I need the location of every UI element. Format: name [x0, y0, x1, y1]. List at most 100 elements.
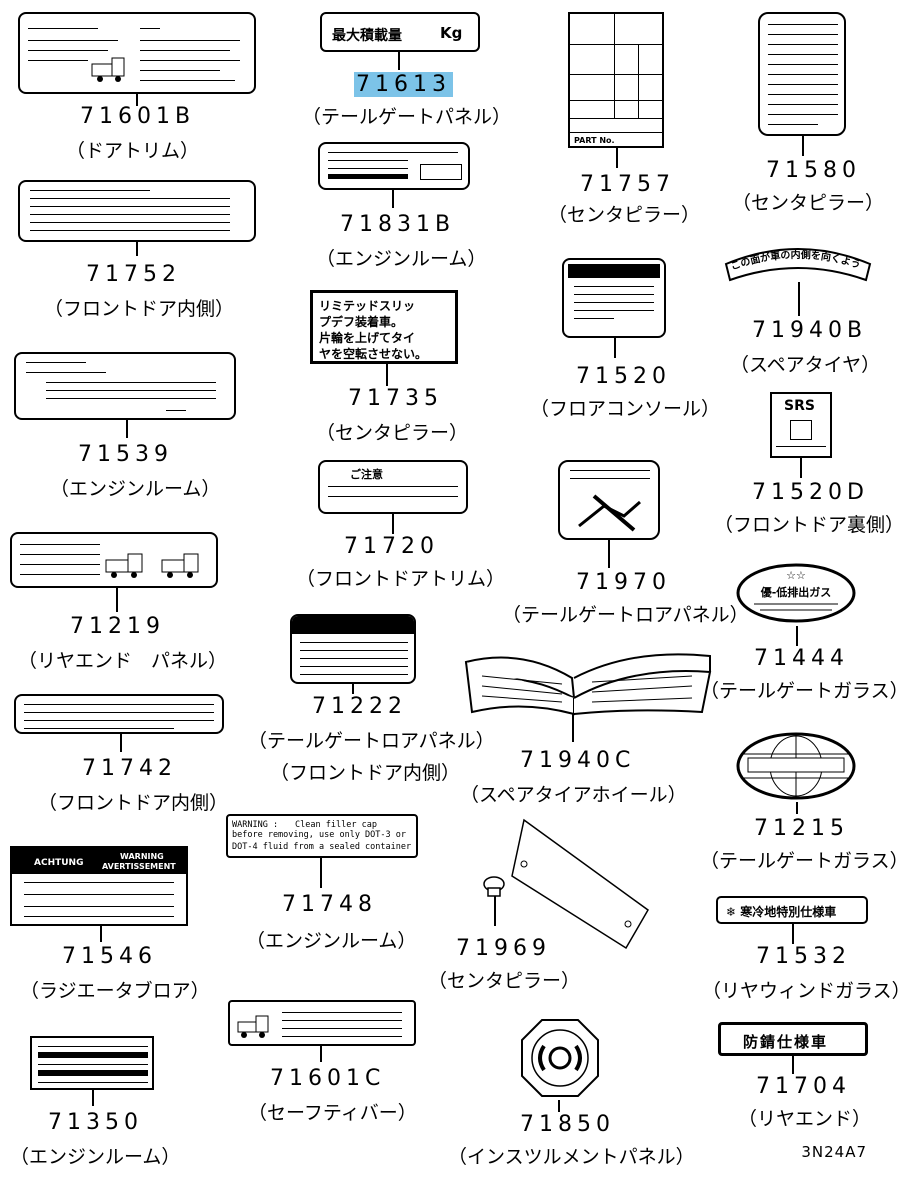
part-location-71735: （センタピラー）: [316, 422, 469, 444]
part-number-71970: 71970: [576, 570, 671, 595]
leader-71546: [100, 926, 102, 942]
leader-71735: [386, 364, 388, 386]
limited-slip-line-4: ヤを空転させない。: [319, 347, 428, 361]
part-number-71752: 71752: [86, 262, 181, 287]
label-71219-drawing: [10, 532, 218, 588]
hand-warning-icon: [578, 494, 641, 532]
part-location-71613: （テールゲートパネル）: [302, 106, 512, 128]
warning-text: WARNING: [120, 852, 164, 861]
srs-text: SRS: [784, 398, 815, 414]
part-number-71444: 71444: [754, 646, 849, 671]
part-location-71520: （フロアコンソール）: [530, 398, 721, 420]
part-location-71532: （リヤウィンドガラス）: [702, 980, 909, 1002]
leader-71580: [802, 136, 804, 156]
leader-71940C: [572, 714, 574, 742]
part-number-71546: 71546: [62, 944, 157, 969]
avertissement-text: AVERTISSEMENT: [102, 862, 176, 871]
warning-line-2: before removing, use only DOT-3 or: [232, 830, 406, 840]
leader-71752: [136, 242, 138, 256]
label-71532-drawing: ❄ 寒冷地特別仕様車: [716, 896, 868, 924]
part-location-71215: （テールゲートガラス）: [700, 850, 909, 872]
leader-71520D: [800, 458, 802, 478]
part-number-71742: 71742: [82, 756, 177, 781]
label-71969-drawing: [483, 818, 649, 950]
label-71222-drawing: [290, 614, 416, 684]
max-load-unit: Kg: [440, 24, 463, 42]
label-71546-drawing: ACHTUNG WARNING AVERTISSEMENT: [10, 846, 188, 926]
part-location-71601C: （セーフティバー）: [248, 1102, 417, 1124]
part-location-71539: （エンジンルーム）: [50, 478, 221, 500]
label-71520-drawing: [562, 258, 666, 338]
part-location-71222-a: （テールゲートロアパネル）: [248, 730, 495, 752]
label-71720-drawing: ご注意: [318, 460, 468, 514]
label-71704-drawing: 防錆仕様車: [718, 1022, 868, 1056]
part-number-71222: 71222: [312, 694, 407, 719]
part-location-71350: （エンジンルーム）: [10, 1146, 181, 1168]
label-71215-drawing: [736, 732, 856, 800]
limited-slip-line-2: プデフ装着車。: [319, 315, 404, 329]
leader-71940B: [798, 282, 800, 316]
part-number-71969: 71969: [456, 936, 551, 961]
part-location-71752: （フロントドア内側）: [44, 298, 235, 320]
part-number-71520D: 71520D: [752, 480, 869, 505]
truck-icon: [237, 1015, 269, 1038]
leader-71601C: [320, 1046, 322, 1062]
leader-71350: [92, 1090, 94, 1106]
label-71520D-drawing: SRS: [770, 392, 832, 458]
label-71350-drawing: [30, 1036, 154, 1090]
part-location-71757: （センタピラー）: [548, 204, 701, 226]
leader-71970: [608, 540, 610, 568]
part-number-71940C: 71940C: [520, 748, 636, 773]
leader-71219: [116, 588, 118, 612]
part-location-71748: （エンジンルーム）: [246, 930, 417, 952]
label-71444-drawing: ☆☆ 優-低排出ガス: [736, 563, 856, 623]
part-number-71215: 71215: [754, 816, 849, 841]
part-number-71704: 71704: [756, 1074, 851, 1099]
label-71580-drawing: [758, 12, 846, 136]
label-71735-drawing: リミテッドスリッ プデフ装着車。 片輪を上げてタイ ヤを空転させない。: [310, 290, 458, 364]
label-71757-drawing: PART No.: [568, 12, 664, 148]
leader-71748: [320, 858, 322, 888]
part-number-71613: 71613: [354, 72, 453, 97]
tow-truck-icon: [105, 553, 199, 578]
label-71601C-drawing: [228, 1000, 416, 1046]
part-location-71742: （フロントドア内側）: [38, 792, 229, 814]
part-number-71831B: 71831B: [340, 212, 456, 237]
label-71742-drawing: [14, 694, 224, 734]
label-71831B-drawing: [318, 142, 470, 190]
part-number-71757: 71757: [580, 172, 675, 197]
part-number-71520: 71520: [576, 364, 671, 389]
diagram-code: 3N24A7: [801, 1143, 867, 1161]
cold-region-text: ❄ 寒冷地特別仕様車: [726, 905, 837, 919]
label-71970-drawing: [558, 460, 660, 540]
leader-71215: [796, 802, 798, 814]
part-location-71580: （センタピラー）: [732, 192, 885, 214]
label-71539-drawing: [14, 352, 236, 420]
part-no-text: PART No.: [574, 136, 615, 145]
label-71940C-drawing: [464, 653, 712, 716]
part-location-71546: （ラジエータブロア）: [20, 980, 210, 1002]
max-load-text: 最大積載量: [332, 28, 402, 44]
part-location-71601B: （ドアトリム）: [66, 140, 200, 162]
part-location-71970: （テールゲートロアパネル）: [502, 604, 749, 626]
warning-line-3: DOT-4 fluid from a sealed container: [232, 842, 412, 852]
label-71850-drawing: [521, 1019, 599, 1097]
caution-text: ご注意: [350, 468, 383, 481]
part-number-71219: 71219: [70, 614, 165, 639]
leader-71831B: [392, 190, 394, 208]
leader-71704: [792, 1056, 794, 1074]
stars-text: ☆☆: [786, 569, 806, 582]
limited-slip-line-1: リミテッドスリッ: [319, 299, 416, 313]
part-number-71748: 71748: [282, 892, 377, 917]
part-number-71350: 71350: [48, 1110, 143, 1135]
leader-71613: [398, 52, 400, 70]
label-71613-drawing: 最大積載量 Kg: [320, 12, 480, 52]
part-location-71940B: （スペアタイヤ）: [730, 354, 881, 376]
label-71752-drawing: [18, 180, 256, 242]
part-location-71704: （リヤエンド）: [738, 1108, 872, 1130]
warning-line-1: WARNING : Clean filler cap: [232, 820, 377, 830]
part-number-71735: 71735: [348, 386, 443, 411]
achtung-text: ACHTUNG: [34, 858, 84, 868]
leader-71532: [792, 924, 794, 944]
part-location-71831B: （エンジンルーム）: [316, 248, 487, 270]
